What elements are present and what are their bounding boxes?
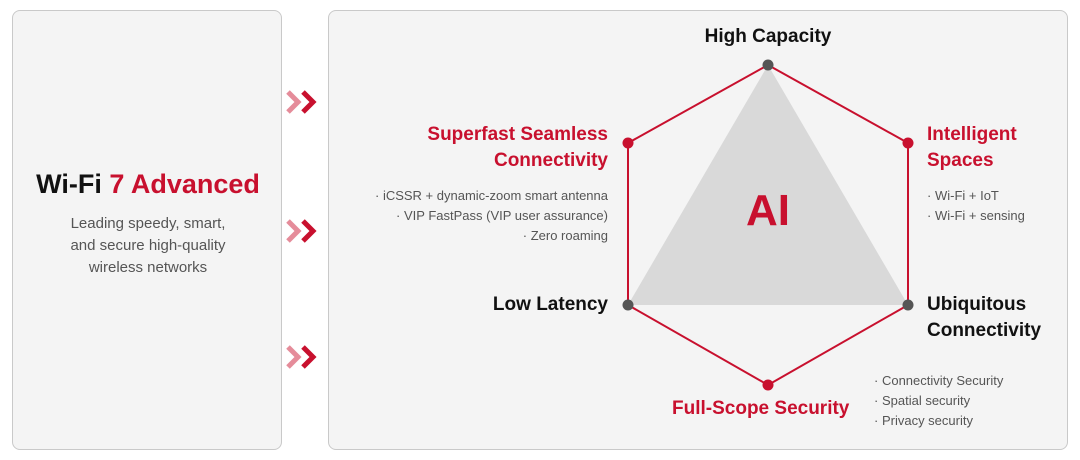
bullet-item: VIP FastPass (VIP user assurance): [300, 206, 608, 226]
description-line: Leading speedy, smart,: [70, 215, 226, 232]
node-high-capacity: [762, 59, 774, 71]
node-superfast-seamless: [622, 137, 634, 149]
ai-triangle: [628, 65, 908, 305]
bullet-item: Zero roaming: [300, 226, 608, 246]
full-scope-security-label: Full-Scope Security: [672, 398, 850, 419]
superfast-seamless-label: Superfast Seamless Connectivity: [380, 122, 608, 174]
description-line: and secure high-quality: [70, 237, 226, 254]
label-line: Ubiquitous: [927, 294, 1027, 315]
left-panel: Wi-Fi 7 Advanced Leading speedy, smart, …: [12, 10, 282, 450]
product-title-prefix: Wi-Fi: [36, 169, 110, 199]
product-title: Wi-Fi 7 Advanced: [13, 169, 283, 200]
label-line: Connectivity: [493, 150, 608, 171]
bullet-item: Wi-Fi + IoT: [927, 186, 1025, 206]
label-line: Connectivity: [927, 320, 1042, 341]
bullet-item: iCSSR + dynamic-zoom smart antenna: [300, 186, 608, 206]
bullet-item: Wi-Fi + sensing: [927, 206, 1025, 226]
superfast-seamless-bullets: iCSSR + dynamic-zoom smart antenna VIP F…: [300, 186, 608, 246]
label-line: Superfast Seamless: [427, 124, 608, 145]
ai-center-label: AI: [746, 186, 790, 235]
bullet-item: Connectivity Security: [874, 371, 1003, 391]
product-title-accent: 7 Advanced: [109, 169, 260, 199]
description-line: wireless networks: [88, 259, 208, 276]
product-description: Leading speedy, smart, and secure high-q…: [13, 213, 283, 279]
bullet-item: Privacy security: [874, 411, 1003, 431]
node-ubiquitous-connectivity: [902, 299, 914, 311]
node-low-latency: [622, 299, 634, 311]
bullet-item: Spatial security: [874, 391, 1003, 411]
node-intelligent-spaces: [902, 137, 914, 149]
intelligent-spaces-bullets: Wi-Fi + IoT Wi-Fi + sensing: [927, 186, 1025, 226]
label-line: Spaces: [927, 150, 994, 171]
double-chevron-right-icon: [286, 90, 317, 114]
full-scope-security-bullets: Connectivity Security Spatial security P…: [874, 371, 1003, 431]
node-full-scope-security: [762, 379, 774, 391]
label-line: Intelligent: [927, 124, 1017, 145]
high-capacity-label: High Capacity: [704, 26, 832, 47]
intelligent-spaces-label: Intelligent Spaces: [927, 122, 1017, 174]
double-chevron-right-icon: [286, 345, 317, 369]
low-latency-label: Low Latency: [492, 294, 608, 315]
ubiquitous-connectivity-label: Ubiquitous Connectivity: [927, 292, 1041, 344]
